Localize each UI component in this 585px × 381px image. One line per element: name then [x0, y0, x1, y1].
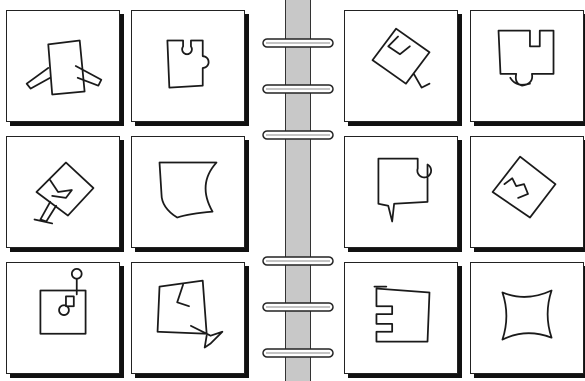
tilted-square-drawing [7, 11, 119, 121]
puzzle-card-folded-corner[interactable] [131, 262, 245, 374]
puzzle-card-lollipop[interactable] [6, 262, 120, 374]
shield-drawing [132, 137, 244, 247]
rotated-foot-drawing [345, 11, 457, 121]
puzzle-card-comb[interactable] [344, 262, 458, 374]
puzzle-card-hook-tab[interactable] [470, 10, 584, 122]
binder-ring [262, 80, 334, 92]
puzzle-card-bowtie[interactable] [470, 262, 584, 374]
lollipop-drawing [7, 263, 119, 373]
puzzle-card-tilted-square[interactable] [6, 10, 120, 122]
puzzle-card-round-notch[interactable] [344, 136, 458, 248]
binder-ring [262, 344, 334, 356]
binder-ring [262, 252, 334, 264]
square-knob-drawing [132, 11, 244, 121]
puzzle-card-square-knob[interactable] [131, 10, 245, 122]
puzzle-card-shield[interactable] [131, 136, 245, 248]
puzzle-card-rotated-foot[interactable] [344, 10, 458, 122]
comb-drawing [345, 263, 457, 373]
step-notch-drawing [471, 137, 583, 247]
binder-ring [262, 34, 334, 46]
round-notch-drawing [345, 137, 457, 247]
binder-spine [285, 0, 311, 381]
folded-corner-drawing [132, 263, 244, 373]
binder-ring [262, 298, 334, 310]
puzzle-card-step-notch[interactable] [470, 136, 584, 248]
hook-tab-drawing [471, 11, 583, 121]
bowtie-drawing [471, 263, 583, 373]
binder-ring [262, 126, 334, 138]
puzzle-card-rotated-stem[interactable] [6, 136, 120, 248]
rotated-stem-drawing [7, 137, 119, 247]
